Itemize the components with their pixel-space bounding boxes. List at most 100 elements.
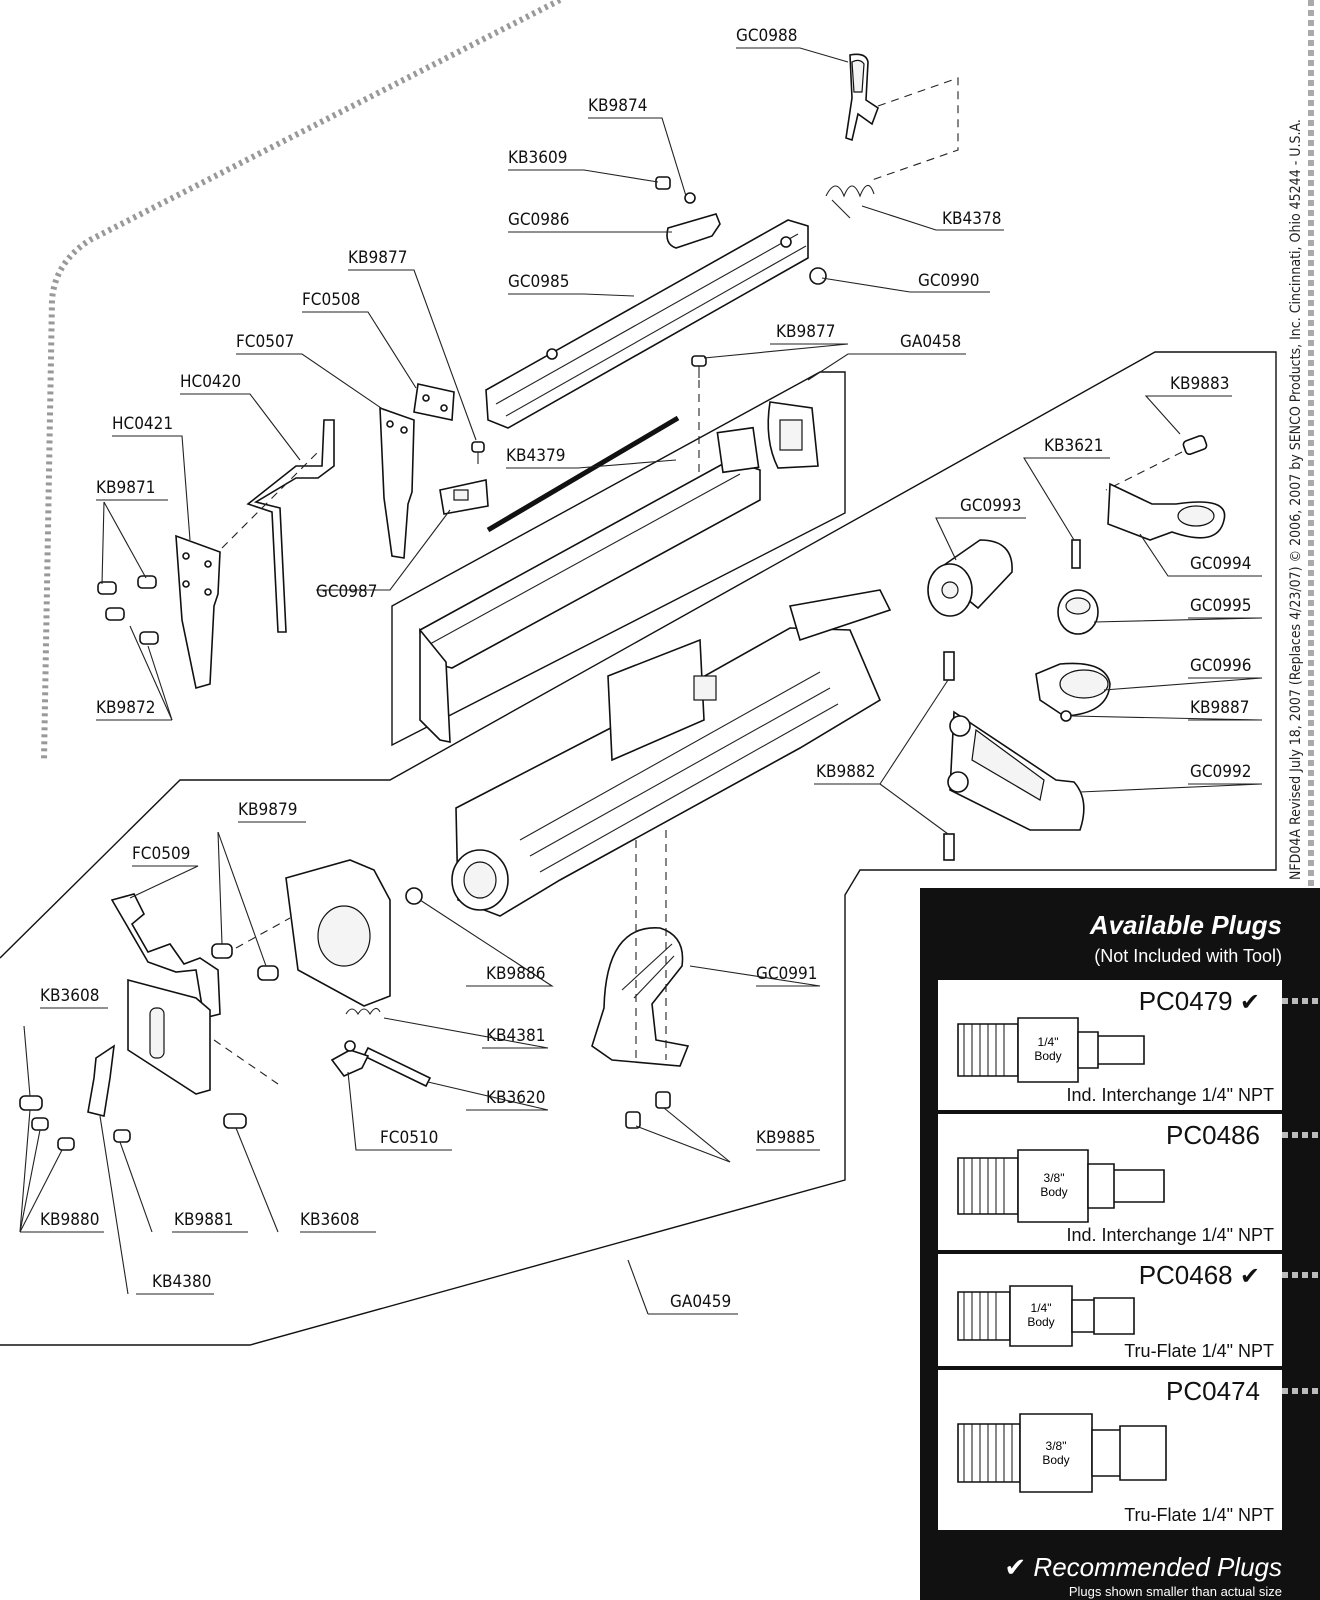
plugs-size-note: Plugs shown smaller than actual size [1068, 1584, 1282, 1599]
available-plugs-panel: Available Plugs (Not Included with Tool)… [920, 888, 1320, 1600]
screws-kb9871 [97, 575, 157, 595]
label-fc0508: FC0508 [302, 290, 360, 310]
plug-drawing-pc0486: 3/8" Body [957, 1149, 1165, 1223]
screws-kb9880 [19, 1095, 75, 1151]
guide-fc0507 [379, 406, 415, 559]
plate-hc0421 [175, 534, 221, 690]
label-gc0990: GC0990 [918, 271, 979, 291]
bracket-fc0509 [110, 893, 221, 1019]
latch-kb4380 [87, 1044, 116, 1117]
label-fc0507: FC0507 [236, 332, 294, 352]
bracket-gc0994 [1107, 482, 1226, 541]
label-kb9886: KB9886 [486, 964, 545, 984]
plug-code: PC0479 ✔ [1139, 986, 1260, 1017]
plug-code-text: PC0474 [1166, 1376, 1260, 1406]
plug-body-word: Body [1034, 1049, 1061, 1063]
dotted-page-border [1308, 0, 1314, 1600]
screws-kb9872 [105, 607, 159, 645]
piston-gc0993 [927, 539, 1013, 617]
label-gc0992: GC0992 [1190, 762, 1251, 782]
plug-dots [1282, 1272, 1320, 1278]
screw-kb9877-top [691, 355, 707, 378]
label-fc0509: FC0509 [132, 844, 190, 864]
plug-desc: Ind. Interchange 1/4" NPT [1066, 1085, 1274, 1105]
plug-body-word: Body [1027, 1315, 1054, 1329]
plug-body-word: Body [1040, 1185, 1067, 1199]
label-kb9877-right: KB9877 [776, 322, 835, 342]
part-labels: GC0988 KB9874 KB3609 GC0986 KB4378 GC098… [40, 26, 1251, 1312]
housing-gc0992 [947, 710, 1085, 831]
label-gc0994: GC0994 [1190, 554, 1251, 574]
label-kb3608-upper: KB3608 [40, 986, 99, 1006]
bracket-hc0420 [246, 419, 335, 633]
label-kb9874: KB9874 [588, 96, 647, 116]
plug-code: PC0468 ✔ [1139, 1260, 1260, 1291]
plug-code-text: PC0468 [1138, 1260, 1233, 1290]
latch-fc0510 [330, 1040, 370, 1077]
label-kb3621: KB3621 [1044, 436, 1103, 456]
plug-card-pc0468: PC0468 ✔ 1/4" Body Tru-Flate 1/4" NPT [938, 1254, 1320, 1366]
plug-body-size: 3/8" [1044, 1171, 1065, 1185]
plug-body-size: 3/8" [1046, 1439, 1067, 1453]
plug-dots [1282, 1132, 1320, 1138]
label-kb9882: KB9882 [816, 762, 875, 782]
plugs-title: Available Plugs [1089, 910, 1282, 940]
plug-card-pc0474: PC0474 3/8" Body Tru-Flate 1/4" NPT [938, 1370, 1320, 1530]
label-hc0421: HC0421 [112, 414, 173, 434]
screw-kb9877-mid [471, 441, 485, 464]
recommended-plugs-title: ✔ Recommended Plugs [1004, 1552, 1282, 1582]
washer-kb9874 [684, 192, 696, 204]
screws-kb9879 [211, 943, 279, 981]
plug-body-size: 1/4" [1031, 1301, 1052, 1315]
plug-dots [1282, 1388, 1320, 1394]
plug-body-size: 1/4" [1038, 1035, 1059, 1049]
plug-dots [1282, 998, 1320, 1004]
label-kb4379: KB4379 [506, 446, 565, 466]
screws-kb9885 [625, 1091, 671, 1129]
label-kb9879: KB9879 [238, 800, 297, 820]
plate-kb3608-side [127, 978, 211, 1095]
revision-text: NFD04A Revised July 18, 2007 (Replaces 4… [1288, 119, 1304, 880]
nut-kb9886 [405, 887, 423, 905]
end-cap [767, 401, 819, 469]
rail-gc0985 [485, 219, 809, 429]
label-gc0996: GC0996 [1190, 656, 1251, 676]
label-gc0986: GC0986 [508, 210, 569, 230]
magazine-channel [419, 426, 761, 743]
plug-drawing-pc0468: 1/4" Body [957, 1285, 1135, 1347]
nut-gc0990 [809, 267, 827, 285]
collar-gc0996 [1035, 662, 1111, 717]
check-icon: ✔ [1239, 989, 1260, 1016]
label-gc0991: GC0991 [756, 964, 817, 984]
adapter-plate [285, 859, 391, 1007]
label-gc0987: GC0987 [316, 582, 377, 602]
plugs-subtitle: (Not Included with Tool) [1094, 946, 1282, 966]
ga0459-frame [0, 351, 1277, 1346]
plug-card-pc0479: PC0479 ✔ 1/4" Body Ind. Interchange 1/4"… [938, 980, 1320, 1110]
label-gc0995: GC0995 [1190, 596, 1251, 616]
label-kb9881: KB9881 [174, 1210, 233, 1230]
screw-kb9881 [113, 1129, 131, 1143]
label-kb9887: KB9887 [1190, 698, 1249, 718]
latch-gc0986 [666, 213, 721, 249]
label-kb4380: KB4380 [152, 1272, 211, 1292]
plug-body-word: Body [1042, 1453, 1069, 1467]
label-kb3620: KB3620 [486, 1088, 545, 1108]
label-gc0985: GC0985 [508, 272, 569, 292]
label-hc0420: HC0420 [180, 372, 241, 392]
trigger-gc0988 [845, 53, 879, 142]
plug-code-text: PC0486 [1166, 1120, 1260, 1150]
label-gc0988: GC0988 [736, 26, 797, 46]
leader-lines [19, 47, 1263, 1315]
label-kb4378: KB4378 [942, 209, 1001, 229]
label-kb4381: KB4381 [486, 1026, 545, 1046]
plug-desc: Ind. Interchange 1/4" NPT [1066, 1225, 1274, 1245]
label-kb9877-upper: KB9877 [348, 248, 407, 268]
label-gc0993: GC0993 [960, 496, 1021, 516]
label-kb3608-lower: KB3608 [300, 1210, 359, 1230]
strip-kb4379 [486, 415, 680, 533]
plug-drawing-pc0474: 3/8" Body [957, 1413, 1167, 1493]
plug-code-text: PC0479 [1138, 986, 1233, 1016]
label-ga0458: GA0458 [900, 332, 961, 352]
